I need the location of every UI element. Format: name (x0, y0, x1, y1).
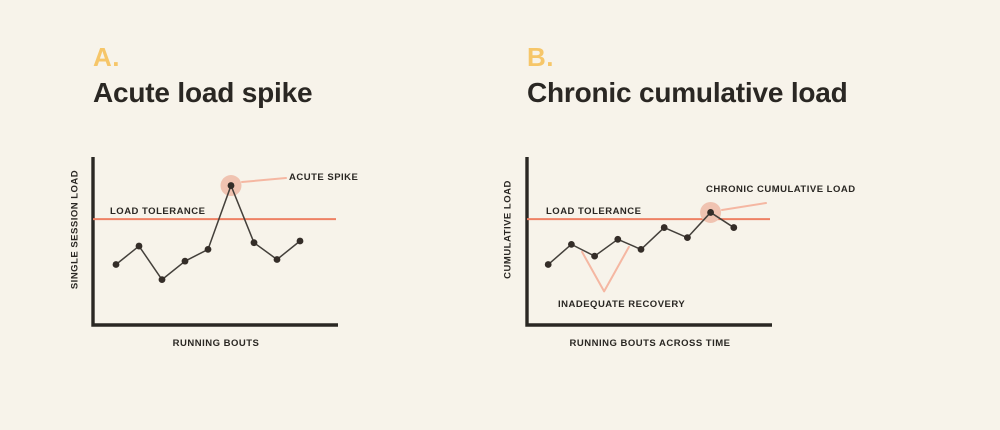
data-point (660, 224, 668, 231)
data-point (135, 242, 143, 250)
panel-b-letter: B. (527, 42, 554, 72)
data-point (273, 256, 281, 263)
panel-b-load-tolerance-label: LOAD TOLERANCE (546, 206, 642, 217)
axis (91, 157, 338, 327)
inadequate-recovery-annotation: INADEQUATE RECOVERY (558, 299, 686, 310)
data-point (591, 252, 598, 260)
acute-spike-annotation: ACUTE SPIKE (289, 172, 359, 183)
chart-b-marks (525, 157, 772, 327)
data-point (181, 257, 189, 265)
data-point (568, 240, 575, 248)
axis (525, 157, 772, 327)
data-point (227, 182, 235, 189)
chronic-cumulative-load-annotation: CHRONIC CUMULATIVE LOAD (706, 184, 856, 195)
data-point (614, 235, 622, 243)
data-point (707, 209, 714, 216)
data-line (115, 184, 301, 281)
data-point (684, 234, 691, 242)
panel-b-title: Chronic cumulative load (527, 77, 848, 108)
data-point (637, 246, 645, 253)
recovery-dip-line (581, 245, 630, 293)
data-point (296, 237, 304, 245)
panel-a-x-axis-label: RUNNING BOUTS (172, 338, 260, 349)
panel-a-title: Acute load spike (93, 77, 313, 108)
data-point (730, 224, 738, 231)
panel-a-y-axis-label: SINGLE SESSION LOAD (69, 169, 81, 290)
panel-a-letter: A. (93, 42, 120, 72)
chart-a-marks (91, 157, 338, 327)
annotation-leader-line (241, 177, 287, 183)
annotation-leader-line (721, 202, 767, 211)
data-point (112, 261, 120, 268)
data-point (250, 239, 258, 247)
panel-b-x-axis-label: RUNNING BOUTS ACROSS TIME (569, 338, 731, 349)
data-point (204, 246, 212, 253)
data-point (544, 261, 552, 268)
panel-b-y-axis-label: CUMULATIVE LOAD (502, 180, 514, 279)
panel-a-load-tolerance-label: LOAD TOLERANCE (110, 206, 206, 217)
data-point (158, 276, 166, 284)
